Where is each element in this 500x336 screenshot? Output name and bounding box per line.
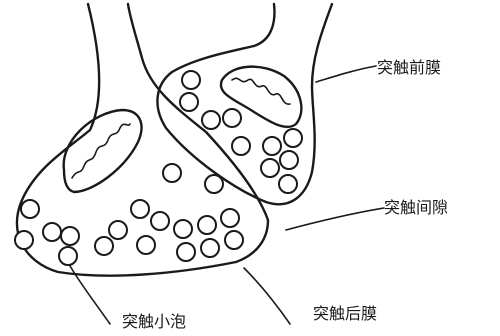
vesicle [137,236,155,254]
vesicle [221,209,239,227]
mitochondrion-left [64,110,142,192]
leader-line-presynaptic-membrane [316,66,376,82]
vesicle [59,247,77,265]
vesicle [225,231,243,249]
vesicle [261,159,279,177]
vesicle [279,175,297,193]
vesicle [198,216,216,234]
vesicle [182,71,200,89]
vesicle [151,212,169,230]
leader-line-postsynaptic-membrane [244,268,290,324]
vesicle [202,111,220,129]
vesicle [177,243,195,261]
vesicle [21,200,39,218]
vesicle [205,175,223,193]
vesicle [280,151,298,169]
vesicle [174,220,192,238]
vesicle [284,129,302,147]
vesicle [95,237,113,255]
leader-line-synaptic-cleft [286,208,384,230]
vesicle [43,223,61,241]
vesicle [201,239,219,257]
label-synaptic-cleft: 突触间隙 [384,200,448,216]
label-synaptic-vesicle: 突触小泡 [122,314,186,330]
vesicle [263,137,281,155]
label-postsynaptic-membrane: 突触后膜 [313,306,377,322]
label-presynaptic-membrane: 突触前膜 [377,60,441,76]
vesicle [15,231,33,249]
vesicle [180,93,198,111]
vesicle [232,137,250,155]
vesicle [223,109,241,127]
vesicle [109,221,127,239]
vesicle [61,227,79,245]
vesicle [131,200,149,218]
vesicle [163,164,181,182]
